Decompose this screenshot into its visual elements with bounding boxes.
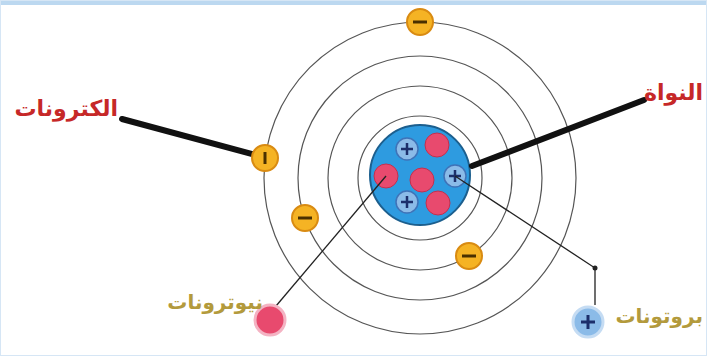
minus-sign: [264, 152, 267, 164]
orbit: [264, 22, 576, 334]
part-label: بروتونات: [615, 304, 703, 328]
orbit: [298, 56, 542, 300]
leader-line: [276, 176, 386, 306]
proton: [396, 191, 418, 213]
orbits: [264, 22, 576, 334]
electrons: [252, 9, 482, 269]
leader-dot: [593, 266, 598, 271]
minus-sign: [298, 217, 312, 220]
part-label: الكترونات: [14, 96, 118, 122]
leader-line: [455, 176, 595, 305]
neutrons: [374, 133, 450, 215]
plus-sign: [401, 143, 413, 155]
proton-sample: [573, 307, 603, 337]
part-label: نيوترونات: [167, 290, 263, 314]
orbit: [358, 116, 482, 240]
proton: [396, 138, 418, 160]
minus-sign: [462, 255, 476, 258]
neutron: [426, 191, 450, 215]
plus-sign: [401, 196, 413, 208]
electron: [292, 205, 318, 231]
part-label: النواة: [644, 80, 703, 106]
plus-sign: [581, 315, 595, 329]
neutron: [425, 133, 449, 157]
orbit: [328, 86, 512, 270]
leader-line: [472, 100, 644, 166]
protons: [396, 138, 466, 213]
leader-line: [122, 119, 256, 155]
neutron: [410, 168, 434, 192]
electron: [252, 145, 278, 171]
nucleus: [370, 125, 470, 225]
electron: [407, 9, 433, 35]
electron: [456, 243, 482, 269]
minus-sign: [413, 21, 427, 24]
